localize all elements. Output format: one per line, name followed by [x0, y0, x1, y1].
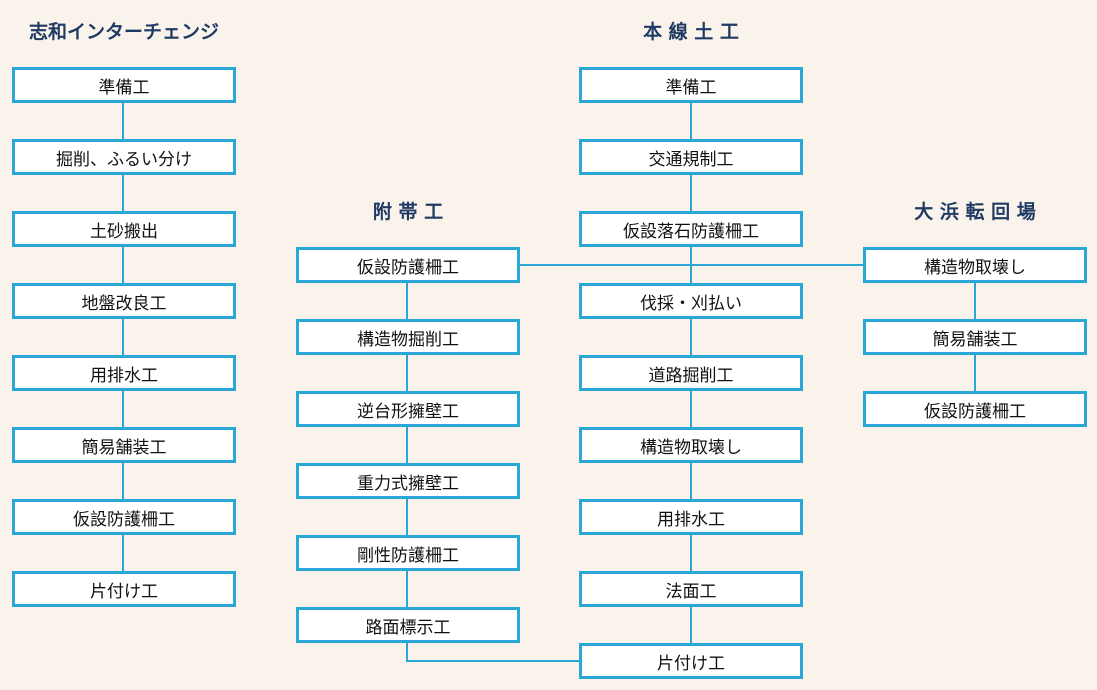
c2-box-1: 仮設防護柵工 [296, 247, 520, 283]
c1-box-1: 準備工 [12, 67, 236, 103]
c1-box-4: 地盤改良工 [12, 283, 236, 319]
c3-box-2: 交通規制工 [579, 139, 803, 175]
heading-ohama-turnaround: 大 浜 転 回 場 [914, 201, 1036, 223]
c3-box-1: 準備工 [579, 67, 803, 103]
c3-box-7: 用排水工 [579, 499, 803, 535]
c2-box-4: 重力式擁壁工 [296, 463, 520, 499]
c2-box-6: 路面標示工 [296, 607, 520, 643]
c1-box-6: 簡易舗装工 [12, 427, 236, 463]
c3-box-4: 伐採・刈払い [579, 283, 803, 319]
c4-box-3: 仮設防護柵工 [863, 391, 1087, 427]
c2-box-2: 構造物掘削工 [296, 319, 520, 355]
c3-box-5: 道路掘削工 [579, 355, 803, 391]
heading-main-line-earthwork: 本 線 土 工 [643, 21, 739, 43]
c3-box-6: 構造物取壊し [579, 427, 803, 463]
c1-box-8: 片付け工 [12, 571, 236, 607]
heading-shiwa-interchange: 志和インターチェンジ [28, 21, 219, 43]
c3-box-9: 片付け工 [579, 643, 803, 679]
c1-box-3: 土砂搬出 [12, 211, 236, 247]
c1-box-5: 用排水工 [12, 355, 236, 391]
c4-box-2: 簡易舗装工 [863, 319, 1087, 355]
c2-box-5: 剛性防護柵工 [296, 535, 520, 571]
c1-box-7: 仮設防護柵工 [12, 499, 236, 535]
connector-bottom-link [406, 643, 579, 662]
c1-box-2: 掘削、ふるい分け [12, 139, 236, 175]
c4-box-1: 構造物取壊し [863, 247, 1087, 283]
c3-box-8: 法面工 [579, 571, 803, 607]
c3-box-3: 仮設落石防護柵工 [579, 211, 803, 247]
c2-box-3: 逆台形擁壁工 [296, 391, 520, 427]
heading-incidental-work: 附 帯 工 [372, 201, 444, 223]
